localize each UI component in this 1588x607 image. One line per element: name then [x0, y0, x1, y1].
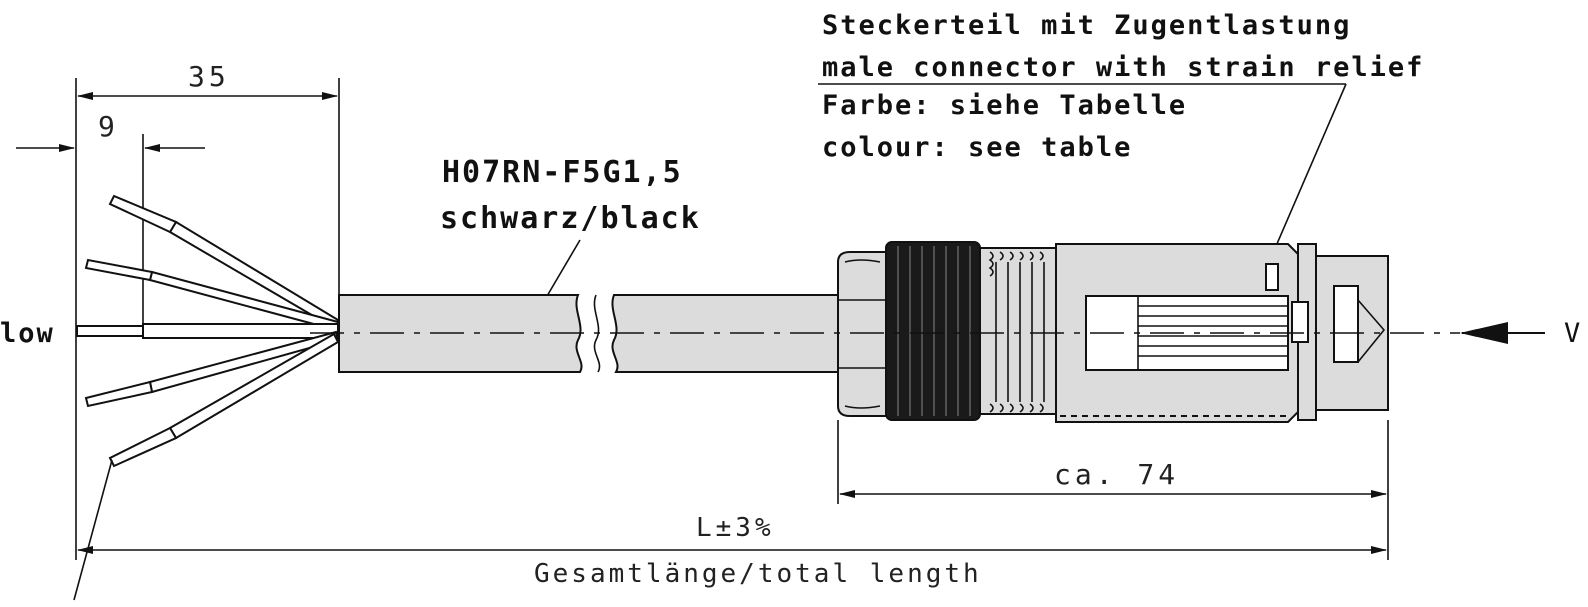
- wire-leader-line: [73, 459, 113, 601]
- cable-break-line: [593, 294, 601, 373]
- cable-jacket-right: [611, 294, 839, 373]
- connector-nut: [885, 241, 981, 421]
- wire-2: [84, 258, 340, 332]
- connector-leader-line: [1269, 83, 1347, 261]
- strip-length-value: 35: [188, 60, 230, 93]
- connector-length-value: ca. 74: [1054, 458, 1179, 491]
- view-arrowhead: [1460, 322, 1508, 344]
- left-partial-label: low: [0, 318, 55, 349]
- connector-hex: [837, 251, 889, 417]
- wire-5: [108, 332, 340, 468]
- wire-group: [76, 194, 340, 468]
- connector-pin-face: [1333, 285, 1359, 363]
- wire-3: [76, 323, 339, 339]
- connector-body: [837, 241, 1389, 423]
- total-tolerance-value: L±3%: [696, 513, 775, 543]
- cable-colour-label: schwarz/black: [440, 201, 701, 236]
- colour-label-de: Farbe: siehe Tabelle: [822, 90, 1187, 121]
- connector-label-de: Steckerteil mit Zugentlastung: [822, 10, 1351, 41]
- connector-latch-window: [1265, 263, 1279, 291]
- total-length-label: Gesamtlänge/total length: [534, 559, 982, 589]
- right-partial-label: V: [1564, 318, 1582, 349]
- wire-4: [84, 330, 340, 408]
- wire-strip-value: 9: [98, 110, 119, 143]
- wire-1: [108, 194, 340, 330]
- cable-type-label: H07RN-F5G1,5: [442, 155, 683, 190]
- connector-label-en: male connector with strain relief: [822, 52, 1424, 83]
- colour-label-en: colour: see table: [822, 132, 1132, 163]
